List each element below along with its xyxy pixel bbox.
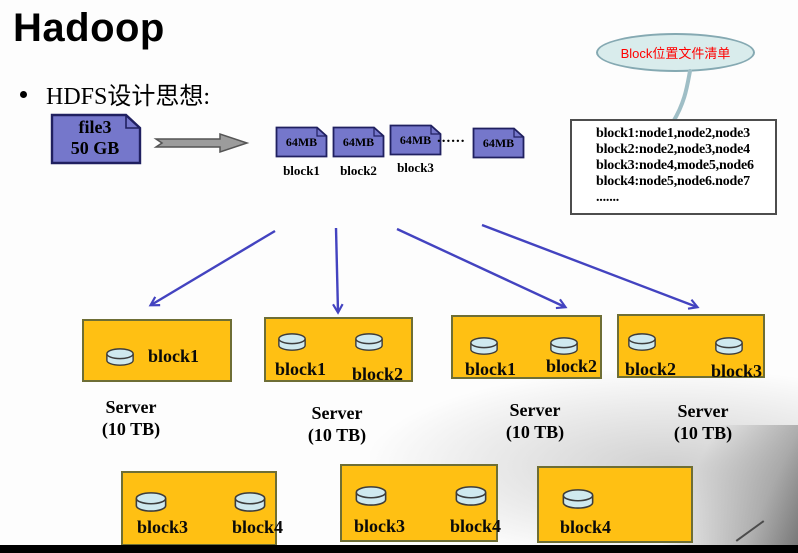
callout-connector [671,69,692,124]
server-box-2: block1 block2 [264,317,413,384]
page-title: Hadoop [13,6,165,50]
server-caption-line2: (10 TB) [307,425,367,445]
bullet-text: HDFS设计思想: [46,84,211,110]
server-box-3: block1 block2 [451,315,602,379]
server-block-label: block4 [232,517,284,537]
bullet-icon [20,91,27,98]
disk-icon [106,348,134,366]
server-block-label: block2 [625,359,677,379]
server-caption-4: Server (10 TB) [643,400,763,444]
list-entry: block2:node2,node3,node4 [596,142,750,157]
server-caption-line1: Server [311,403,363,423]
block-chip-shape [332,126,385,158]
list-entry: block3:node4,mode5,node6 [596,158,754,173]
server-box-4: block2 block3 [617,314,765,381]
disk-icon [355,333,383,351]
server-box-1: block1 [82,319,232,382]
chip-label-block2: block2 [340,163,377,178]
bottom-bar [0,545,798,553]
server-block-label: block4 [450,516,502,536]
server-caption-2: Server (10 TB) [277,402,397,446]
split-arrow-icon [153,132,250,154]
disk-icon [234,492,266,512]
server-block-label: block2 [546,356,598,376]
chip-label-block3: block3 [397,160,434,175]
server-caption-line2: (10 TB) [505,422,565,442]
server-box-6: block3 block4 [340,464,502,542]
server-block-label: block4 [560,517,612,537]
disk-icon [470,337,498,355]
server-caption-line2: (10 TB) [101,419,161,439]
distribution-arrow-4 [481,223,700,310]
callout-title: Block位置文件清单 [620,46,731,61]
source-file-icon [50,113,142,165]
server-caption-line1: Server [105,397,157,417]
server-caption-line1: Server [509,400,561,420]
list-entry: block4:node5,node6.node7 [596,174,750,189]
server-box-5: block3 block4 [121,471,283,546]
distribution-arrow-1 [148,229,276,307]
disk-icon [628,333,656,351]
server-block-label: block1 [275,359,327,379]
server-block-label: block2 [352,364,404,384]
source-file-size: 50 GB [70,138,120,158]
distribution-arrow-2 [332,227,344,315]
block-chip-shape [472,127,525,159]
server-block-label: block3 [711,361,763,381]
block-chip-2: 64MB [332,126,385,158]
disk-icon [355,486,387,506]
block-chip-size: 64MB [285,134,318,149]
server-caption-3: Server (10 TB) [475,399,595,443]
disk-icon [455,486,487,506]
source-file-label: file3 50 GB [50,117,140,159]
server-block-label: block1 [148,346,200,366]
block-location-list: block1:node1,node2,node3 block2:node2,no… [570,119,777,215]
server-caption-line2: (10 TB) [673,423,733,443]
server-block-label: block3 [354,516,406,536]
disk-icon [562,489,594,509]
block-chip-size: 64MB [482,135,515,150]
block-chip-4: 64MB [472,127,525,159]
list-entry: ....... [596,190,620,205]
server-block-label: block1 [465,359,517,379]
disk-icon [278,333,306,351]
disk-icon [715,337,743,355]
server-caption-1: Server (10 TB) [71,396,191,440]
block-location-callout: Block位置文件清单 [596,33,755,72]
disk-icon [135,492,167,512]
server-caption-line1: Server [677,401,729,421]
block-chip-1: 64MB [275,126,328,158]
block-chip-size: 64MB [342,134,375,149]
server-box-7: block4 [537,466,693,543]
server-block-label: block3 [137,517,189,537]
block-chip-shape [275,126,328,158]
disk-icon [550,337,578,355]
distribution-arrow-3 [396,227,568,310]
source-file-name: file3 [78,117,112,137]
block-chip-3: 64MB [389,124,442,156]
block-chip-shape [389,124,442,156]
block-strip-ellipsis: ...... [437,130,466,146]
chip-label-block1: block1 [283,163,320,178]
list-entry: block1:node1,node2,node3 [596,126,750,141]
block-chip-size: 64MB [399,132,432,147]
